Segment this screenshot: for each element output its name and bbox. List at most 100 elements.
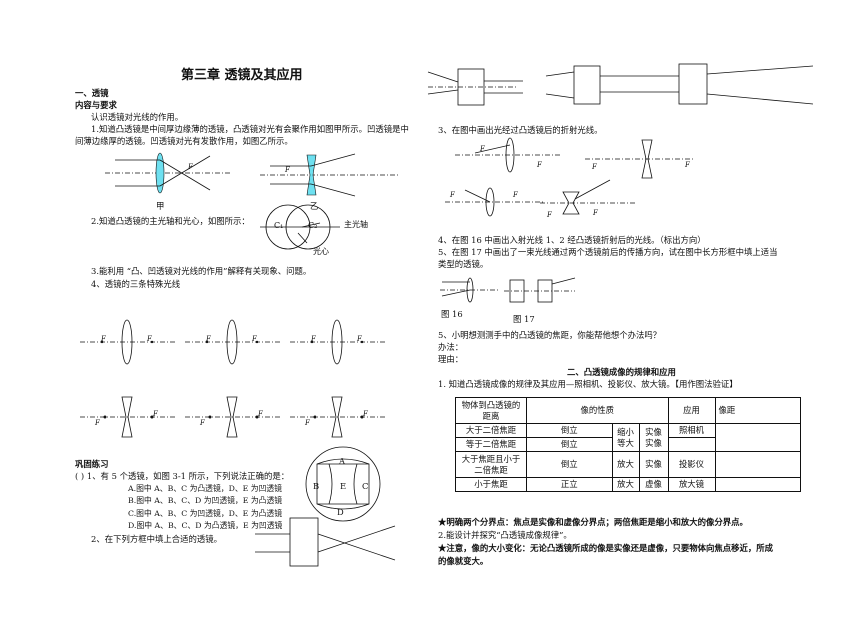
table-cell: 小于焦距	[455, 477, 527, 492]
table-cell: 放大	[611, 451, 640, 478]
svg-text:F: F	[546, 211, 553, 219]
question-6: 5、小明想测测手中的凸透镜的焦距，你能帮他想个办法吗？	[438, 330, 662, 340]
table-row: 小于焦距 正立 放大 虚像 放大镜	[455, 477, 801, 492]
header-application: 应用	[667, 397, 716, 424]
svg-text:F: F	[146, 335, 153, 343]
question-4: 4、在图 16 中画出入射光线 1、2 经凸透镜折射后的光线。（标出方向）	[438, 235, 706, 245]
table-row: 等于二倍焦距 倒立	[455, 437, 801, 452]
table-cell: 大于焦距且小于二倍焦距	[455, 451, 527, 478]
table-cell	[714, 423, 801, 452]
svg-text:F: F	[251, 335, 258, 343]
refraction-diagrams: F F F F F F F F	[445, 137, 695, 219]
label-optical-center: 光心	[313, 247, 329, 256]
lens-box-diagrams-top	[427, 63, 814, 106]
header-nature: 像的性质	[526, 397, 669, 424]
svg-text:F: F	[284, 166, 291, 174]
header-distance: 物体到凸透镜的距离	[455, 397, 527, 424]
table-cell: 缩小等大	[611, 423, 640, 452]
paragraph: 2.知道凸透镜的主光轴和光心，如图所示：	[91, 216, 250, 226]
svg-text:F: F	[187, 163, 194, 171]
svg-text:F: F	[592, 209, 599, 217]
table-cell: 虚像	[638, 477, 669, 492]
table-cell: 放大镜	[667, 477, 716, 492]
option-d: D.图中 A、B、C、D 为凸透镜，E 为凹透镜	[128, 521, 283, 530]
figure-17-caption: 图 17	[513, 314, 535, 324]
imaging-rules-table: 物体到凸透镜的距离 像的性质 应用 像距 大于二倍焦距 倒立 缩小等大 实像实像…	[455, 397, 801, 492]
table-row: 大于二倍焦距 倒立 缩小等大 实像实像 照相机	[455, 423, 801, 452]
svg-text:F: F	[310, 335, 317, 343]
paragraph: 间薄边缘厚的透镜。凹透镜对光有发散作用，如图乙所示。	[75, 136, 293, 146]
lens-label-a: A	[339, 456, 346, 466]
question-3: 3、在图中画出光经过凸透镜后的折射光线。	[438, 125, 603, 135]
svg-text:F: F	[356, 335, 363, 343]
figure-16-caption: 图 16	[441, 309, 463, 319]
table-cell: 大于二倍焦距	[455, 423, 527, 438]
svg-text:F: F	[205, 335, 212, 343]
principal-axis-diagram	[260, 204, 340, 250]
svg-text:F: F	[304, 419, 311, 427]
table-cell: 放大	[611, 477, 640, 492]
section-2-heading: 二、凸透镜成像的规律和应用	[567, 367, 676, 377]
table-cell	[714, 477, 801, 492]
svg-text:F: F	[257, 410, 264, 418]
figure-16-17	[440, 277, 576, 303]
question-1: ( ) 1、有 5 个透镜，如图 3-1 所示，下列说法正确的是：	[75, 471, 290, 481]
paragraph: 认识透镜对光线的作用。	[91, 112, 184, 122]
svg-text:F: F	[479, 145, 486, 153]
svg-text:F: F	[94, 419, 101, 427]
table-cell: 实像实像	[638, 423, 669, 452]
method-label: 办法：	[438, 342, 464, 352]
lens-label-e: E	[340, 481, 347, 491]
paragraph: 4、透镜的三条特殊光线	[91, 279, 181, 289]
option-a: A.图中 A、B、C 为凸透镜，D、E 为凹透镜	[128, 484, 282, 493]
table-cell: 照相机	[667, 423, 716, 438]
question-5b: 类型的透镜。	[438, 259, 489, 269]
special-rays-diagrams: F F F F F F F F F F F F	[80, 319, 385, 438]
label-c1: C₁	[274, 221, 284, 230]
table-cell: 等于二倍焦距	[455, 437, 527, 452]
lens-box-diagram	[255, 517, 396, 567]
table-cell	[714, 451, 801, 478]
lens-label-d: D	[337, 507, 344, 517]
svg-text:F: F	[100, 335, 107, 343]
subheading: 内容与要求	[75, 100, 117, 110]
svg-text:F: F	[362, 410, 369, 418]
figure-label: 甲	[156, 201, 165, 211]
question-5a: 5、在图 17 中画出了一束光线通过两个透镜前后的传播方向，试在图中长方形框中填…	[438, 247, 778, 257]
label-principal-axis: 主光轴	[344, 220, 368, 229]
option-c: C.图中 A、B、C 为凹透镜，D、E 为凸透镜	[128, 509, 283, 518]
paragraph: 3.能利用 “凸、凹透镜对光线的作用”解释有关现象、问题。	[91, 266, 312, 276]
lens-diagram-convex-concave: F F	[105, 152, 400, 197]
header-image-distance: 像距	[714, 397, 801, 424]
paragraph: 1.知道凸透镜是中间厚边缘薄的透镜，凸透镜对光有会聚作用如图甲所示。凹透镜是中	[91, 124, 409, 134]
item-1: 1. 知道凸透镜成像的规律及其应用—照相机、投影仪、放大镜。【用作图法验证】	[438, 379, 738, 389]
svg-text:F: F	[152, 410, 159, 418]
table-cell: 实像	[638, 451, 669, 478]
lens-label-b: B	[313, 481, 320, 491]
svg-text:F: F	[199, 419, 206, 427]
table-cell: 投影仪	[667, 451, 716, 478]
svg-text:F: F	[449, 191, 456, 199]
note-star-2b: 的像就变大。	[438, 556, 489, 566]
svg-text:F: F	[684, 161, 691, 169]
section-heading: 一、透镜	[75, 88, 109, 98]
note-star-1: ★明确两个分界点：焦点是实像和虚像分界点；两倍焦距是缩小和放大的像分界点。	[438, 517, 748, 527]
item-2: 2.能设计并探究“凸透镜成像规律”。	[438, 530, 572, 540]
option-b: B.图中 A、B、C、D 为凹透镜，E 为凸透镜	[128, 496, 283, 505]
table-cell: 倒立	[526, 437, 613, 452]
svg-text:F: F	[536, 161, 543, 169]
table-cell: 倒立	[526, 423, 613, 438]
table-row: 大于焦距且小于二倍焦距 倒立 放大 实像 投影仪	[455, 451, 801, 478]
reason-label: 理由：	[438, 354, 464, 364]
lens-label-c: C	[362, 481, 369, 491]
svg-text:F: F	[512, 191, 519, 199]
label-c2: C₂	[308, 221, 318, 230]
practice-heading: 巩固练习	[75, 459, 109, 469]
svg-text:F: F	[591, 163, 598, 171]
table-cell	[667, 437, 716, 452]
table-cell: 倒立	[526, 451, 613, 478]
question-2: 2、在下列方框中填上合适的透镜。	[91, 534, 222, 544]
note-star-2a: ★注意，像的大小变化：无论凸透镜所成的像是实像还是虚像，只要物体向焦点移近，所成	[438, 543, 773, 553]
page-title: 第三章 透镜及其应用	[181, 68, 303, 83]
table-cell: 正立	[526, 477, 613, 492]
